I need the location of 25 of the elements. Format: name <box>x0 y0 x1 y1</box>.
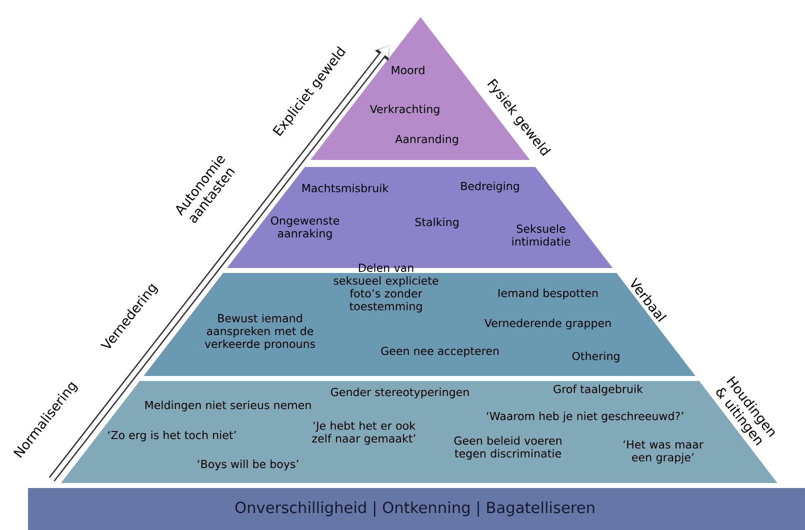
tier-item: Vernederende grappen <box>484 318 611 330</box>
tier-item: ‘Je hebt het er ook zelf naar gemaakt’ <box>312 421 416 445</box>
tier-item: Stalking <box>415 218 458 228</box>
tier-item: Aanranding <box>395 134 458 146</box>
tier-item: ‘Zo erg is het toch niet’ <box>108 430 236 442</box>
tier-item: ‘Waarom heb je niet geschreeuwd?’ <box>486 412 684 422</box>
tier-item: Delen van seksueel expliciete foto’s zonder toestemming <box>334 263 438 313</box>
tier-item: Ongewenste aanraking <box>270 216 340 240</box>
tier-item: Machtsmisbruik <box>302 184 389 192</box>
tier-item: Bedreiging <box>461 182 519 192</box>
tier-item: Meldingen niet serieus nemen <box>145 400 311 412</box>
base-text: Onverschilligheid | Ontkenning | Bagatelliseren <box>235 501 594 517</box>
tier-item: ‘Het was maar een grapje’ <box>624 440 704 464</box>
tier-item: Gender stereotyperingen <box>330 388 469 398</box>
base-bar <box>28 488 805 530</box>
tier-item: Bewust iemand aanspreken met de verkeerde pronouns <box>204 314 316 350</box>
tier-item: Moord <box>392 66 424 74</box>
tier-item: Grof taalgebruik <box>554 384 643 396</box>
tier-item: Iemand bespotten <box>498 288 598 300</box>
tier-item: ‘Boys will be boys’ <box>198 460 298 470</box>
tier-item: Othering <box>572 352 620 362</box>
tier-item: Geen nee accepteren <box>381 346 499 358</box>
tier-item: Verkrachting <box>370 104 440 116</box>
tier-item: Seksuele intimidatie <box>512 224 570 246</box>
tier-item: Geen beleid voeren tegen discriminatie <box>454 436 562 460</box>
